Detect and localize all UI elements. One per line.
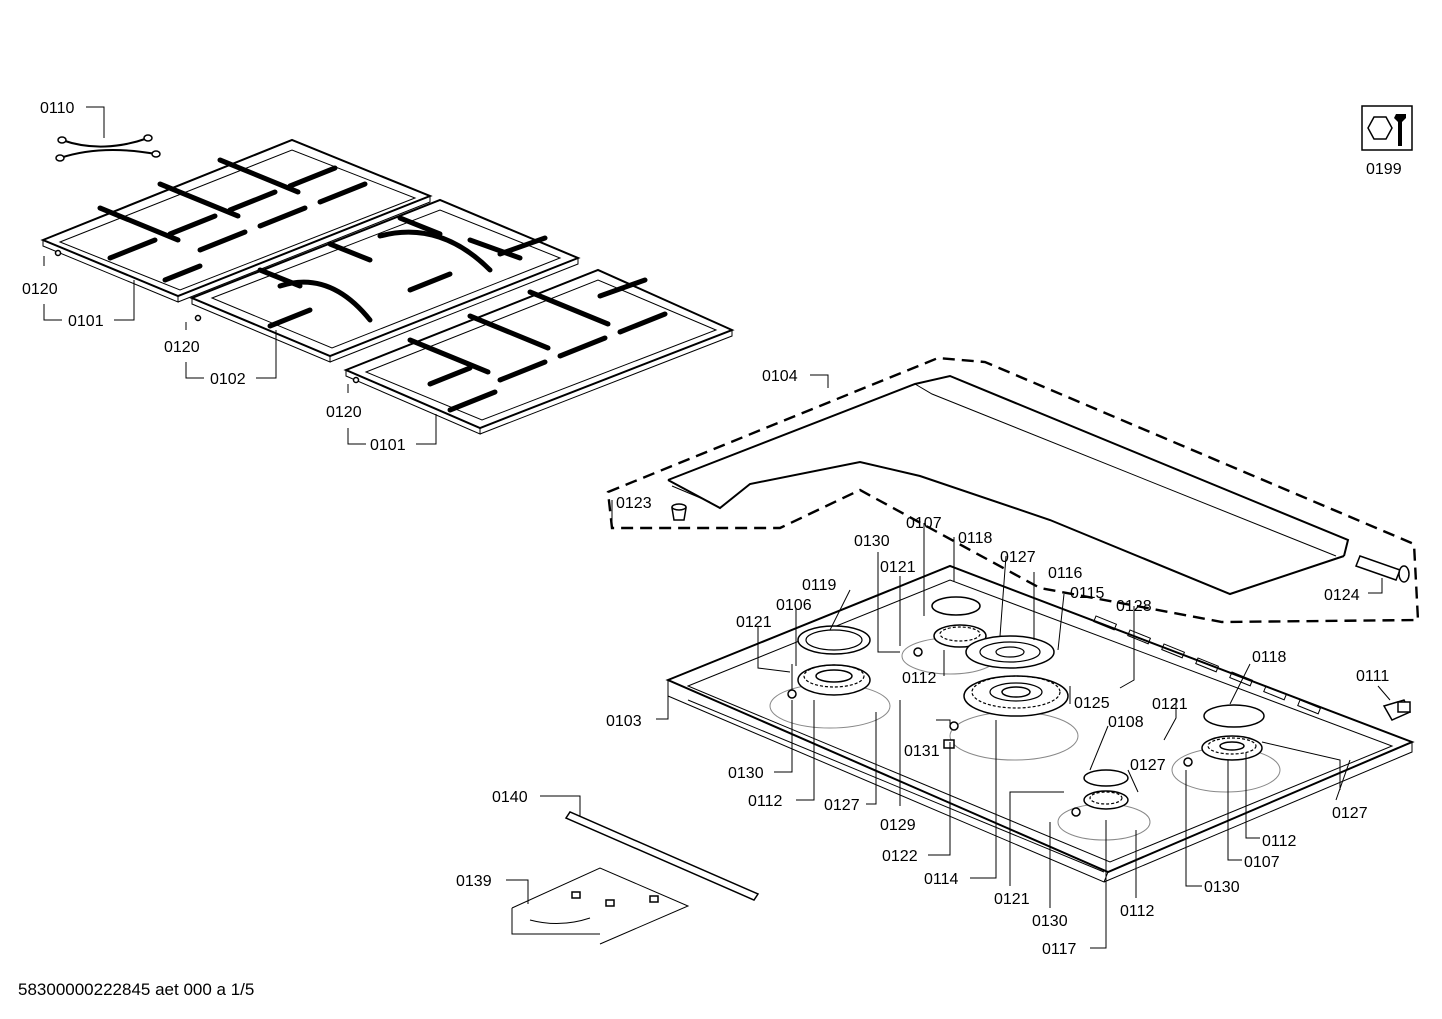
part-label-0120: 0120 xyxy=(326,404,362,421)
part-label-0130: 0130 xyxy=(1204,879,1240,896)
hob-tray[interactable] xyxy=(665,564,1415,883)
part-label-0199: 0199 xyxy=(1366,161,1402,178)
control-bracket[interactable] xyxy=(511,867,690,945)
pan-support-left[interactable] xyxy=(40,138,433,303)
part-label-0108: 0108 xyxy=(1108,714,1144,731)
part-label-0121: 0121 xyxy=(736,614,772,631)
burner-rear-centre[interactable] xyxy=(901,596,999,675)
part-label-0120: 0120 xyxy=(164,339,200,356)
part-label-0114: 0114 xyxy=(924,871,959,888)
part-label-0103: 0103 xyxy=(606,713,642,730)
part-label-0111: 0111 xyxy=(1356,668,1389,685)
part-label-0102: 0102 xyxy=(210,371,246,388)
part-label-0119: 0119 xyxy=(802,577,837,594)
part-label-0107: 0107 xyxy=(906,515,942,532)
front-trim-strip[interactable] xyxy=(564,811,760,901)
part-label-0106: 0106 xyxy=(776,597,812,614)
burner-wok[interactable] xyxy=(943,635,1079,761)
part-label-0127: 0127 xyxy=(1332,805,1368,822)
part-label-0117: 0117 xyxy=(1042,941,1077,958)
burner-right[interactable] xyxy=(1171,704,1281,793)
lid-buffer-icon xyxy=(671,503,687,521)
part-label-0115: 0115 xyxy=(1070,585,1105,602)
part-label-0107: 0107 xyxy=(1244,854,1280,871)
vent-slots xyxy=(1093,615,1322,715)
service-tool-icon xyxy=(1361,105,1413,151)
burner-left[interactable] xyxy=(769,625,891,729)
part-label-0125: 0125 xyxy=(1074,695,1110,712)
rubber-foot-icon xyxy=(54,249,360,384)
part-label-0140: 0140 xyxy=(492,789,528,806)
part-label-0118: 0118 xyxy=(958,530,993,547)
part-label-0121: 0121 xyxy=(880,559,916,576)
leader-lines xyxy=(43,106,1391,949)
part-label-0118: 0118 xyxy=(1252,649,1287,666)
document-id: 58300000222845 aet 000 a 1/5 xyxy=(18,980,255,999)
part-label-0139: 0139 xyxy=(456,873,492,890)
part-label-0112: 0112 xyxy=(1120,903,1155,920)
pan-support-middle[interactable] xyxy=(189,198,581,363)
part-label-0128: 0128 xyxy=(1116,598,1152,615)
part-label-0127: 0127 xyxy=(1000,549,1036,566)
part-label-0130: 0130 xyxy=(728,765,764,782)
part-label-0101: 0101 xyxy=(68,313,104,330)
burner-front-centre[interactable] xyxy=(1057,769,1151,841)
part-label-0127: 0127 xyxy=(1130,757,1166,774)
part-label-0101: 0101 xyxy=(370,437,406,454)
part-label-0112: 0112 xyxy=(1262,833,1297,850)
part-label-0112: 0112 xyxy=(902,670,937,687)
part-label-0131: 0131 xyxy=(904,743,940,760)
part-label-0130: 0130 xyxy=(1032,913,1068,930)
part-label-0122: 0122 xyxy=(882,848,918,865)
wok-stand-icon[interactable] xyxy=(55,134,161,162)
part-label-0123: 0123 xyxy=(616,495,652,512)
part-label-0120: 0120 xyxy=(22,281,58,298)
part-label-0110: 0110 xyxy=(40,100,75,117)
part-labels: 0110 0120 0101 0120 0102 0120 0101 0199 … xyxy=(22,100,1402,958)
knob-bracket-icon xyxy=(1382,699,1412,721)
part-label-0104: 0104 xyxy=(762,368,798,385)
part-label-0112: 0112 xyxy=(748,793,783,810)
part-label-0129: 0129 xyxy=(880,817,916,834)
part-label-0127: 0127 xyxy=(824,797,860,814)
glass-lid-outline[interactable] xyxy=(606,356,1420,624)
part-label-0121: 0121 xyxy=(994,891,1030,908)
hinge-pin-icon xyxy=(1355,555,1410,583)
part-label-0121: 0121 xyxy=(1152,696,1188,713)
part-label-0130: 0130 xyxy=(854,533,890,550)
part-label-0124: 0124 xyxy=(1324,587,1360,604)
part-label-0116: 0116 xyxy=(1048,565,1083,582)
pan-support-right[interactable] xyxy=(343,268,735,435)
